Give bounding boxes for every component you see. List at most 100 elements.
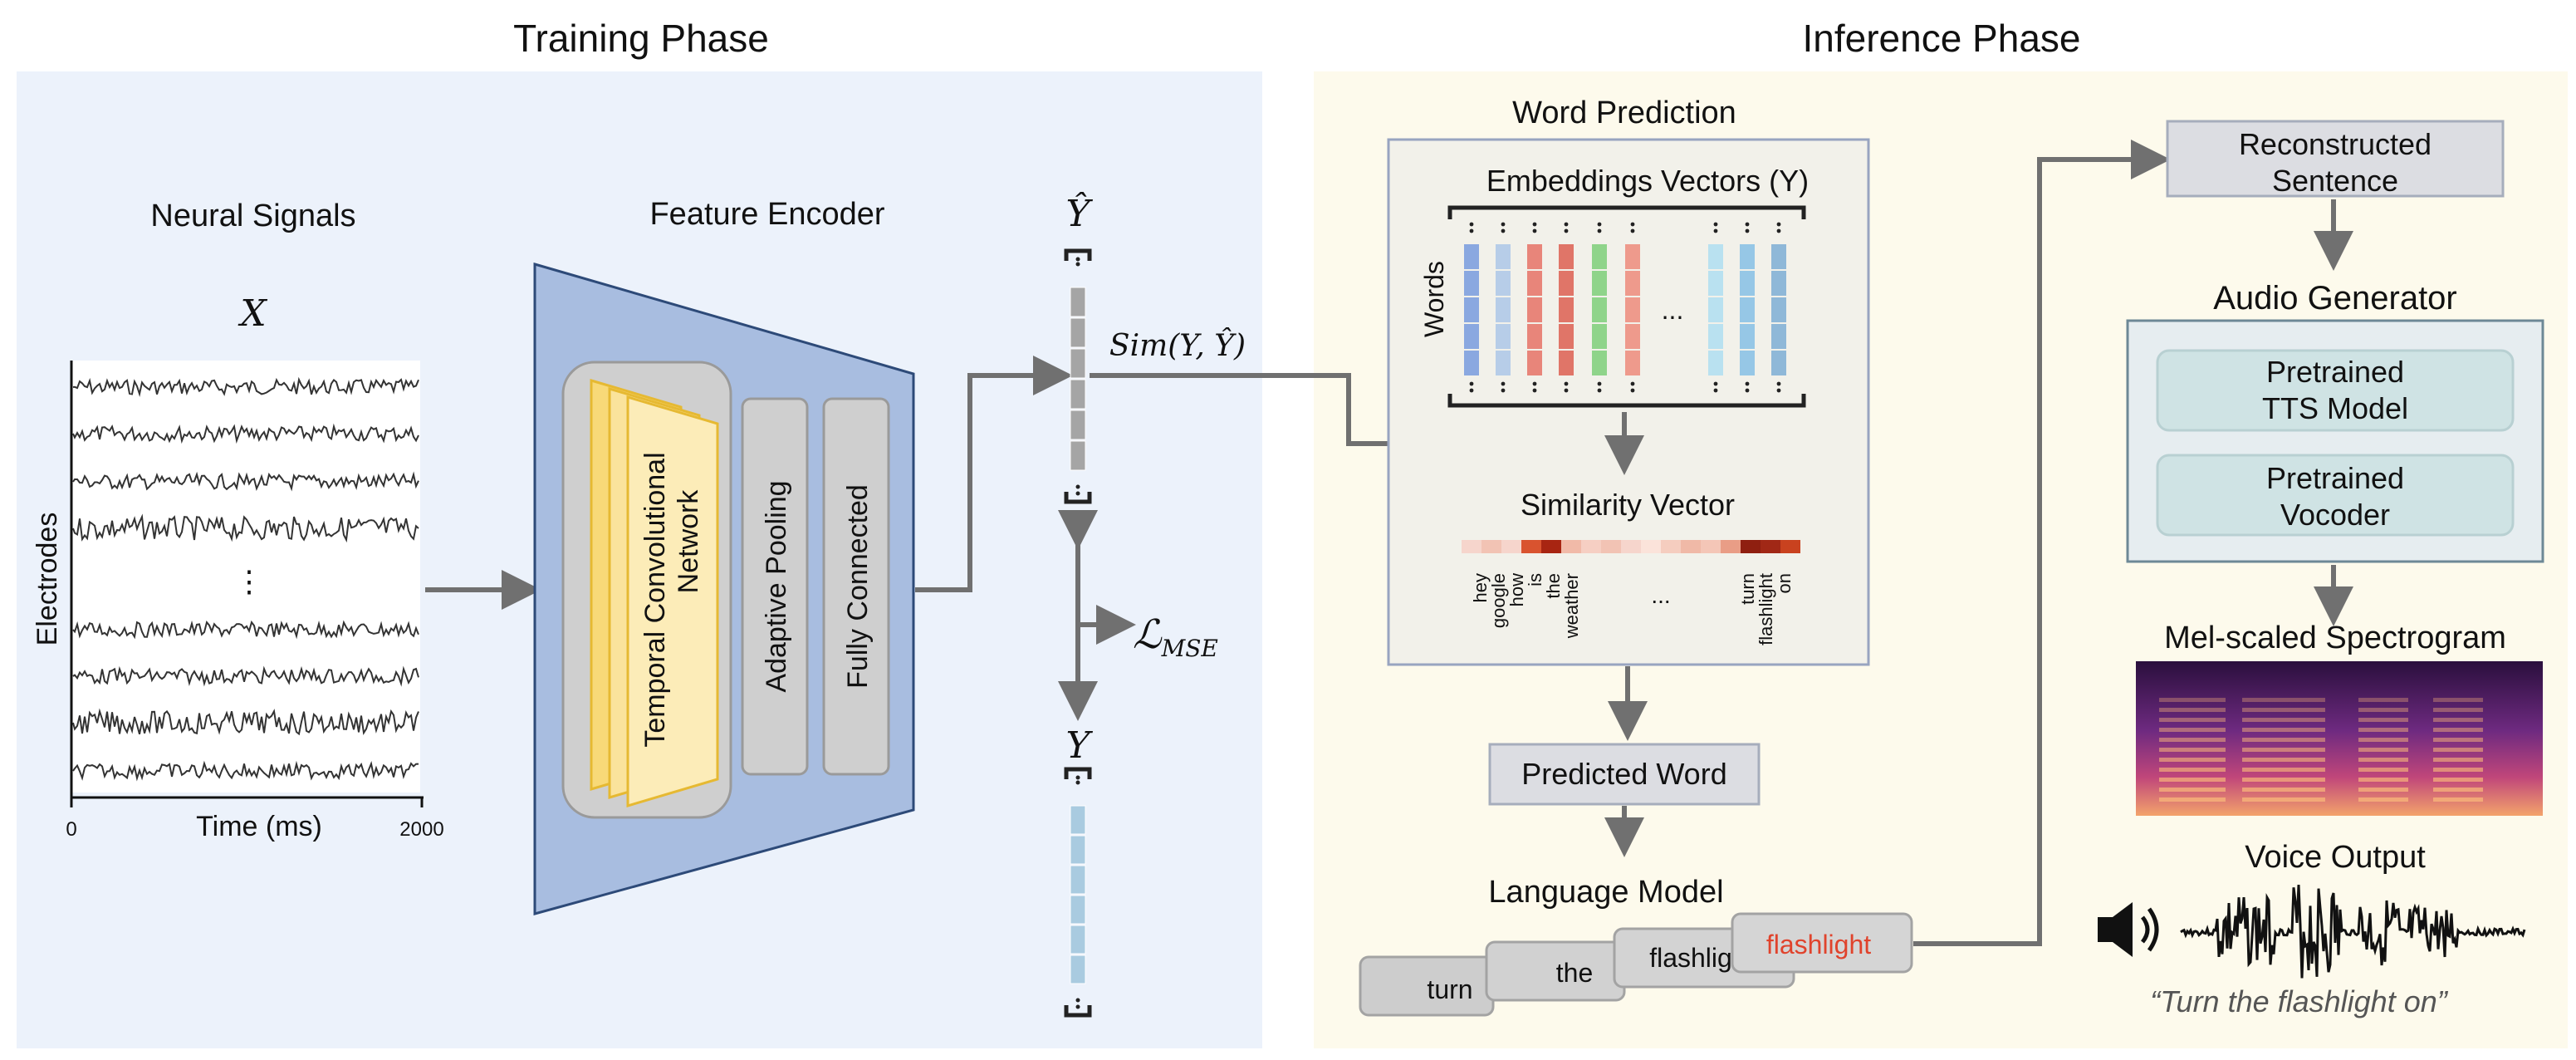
spectrogram-harmonic bbox=[2358, 748, 2408, 752]
adaptive-pooling-block bbox=[741, 397, 809, 776]
lm-token-flashlight: flashlight bbox=[1766, 930, 1871, 959]
y-symbol: Y bbox=[1065, 724, 1093, 767]
similarity-word-label: on bbox=[1774, 573, 1795, 593]
pretrained-tts-box bbox=[2156, 349, 2515, 432]
spectrogram-harmonic bbox=[2159, 738, 2226, 742]
similarity-cell bbox=[1761, 540, 1780, 553]
signal-trace bbox=[72, 471, 419, 492]
spectrogram-harmonic bbox=[2159, 768, 2226, 772]
spectrogram-harmonic bbox=[2358, 738, 2408, 742]
vector-bottom-bracket bbox=[1064, 492, 1092, 504]
reconstructed-label-line2: Sentence bbox=[2272, 164, 2398, 198]
spectrogram-harmonic bbox=[2433, 797, 2483, 802]
embedding-cell bbox=[1625, 324, 1640, 349]
spectrogram-harmonic bbox=[2159, 748, 2226, 752]
tcn-layer-front bbox=[626, 395, 719, 808]
embedding-dot bbox=[1469, 222, 1474, 227]
embedding-cell bbox=[1740, 324, 1755, 349]
embedding-cell bbox=[1496, 244, 1511, 269]
signal-trace bbox=[72, 423, 419, 444]
voice-quote: “Turn the flashlight on” bbox=[2150, 984, 2449, 1018]
similarity-word-label: weather bbox=[1561, 573, 1582, 639]
vector-top-bracket bbox=[1064, 248, 1092, 261]
similarity-cell bbox=[1641, 540, 1661, 553]
adaptive-pooling-label: Adaptive Pooling bbox=[761, 480, 792, 692]
embedding-cell bbox=[1527, 297, 1542, 322]
spectrogram-harmonic bbox=[2433, 738, 2483, 742]
embedding-dot bbox=[1597, 222, 1602, 227]
words-axis-label: Words bbox=[1419, 261, 1449, 337]
spectrogram-bands bbox=[2159, 698, 2483, 802]
embedding-cell bbox=[1740, 297, 1755, 322]
embedding-cell bbox=[1527, 351, 1542, 375]
spectrogram-harmonic bbox=[2242, 718, 2325, 722]
embedding-dot bbox=[1564, 388, 1569, 393]
inference-phase-title: Inference Phase bbox=[1802, 17, 2080, 60]
embedding-cell bbox=[1464, 244, 1479, 269]
vector-dot bbox=[1075, 775, 1080, 780]
similarity-word-label: the bbox=[1543, 573, 1564, 599]
embedding-cell bbox=[1496, 271, 1511, 296]
embedding-dot bbox=[1776, 228, 1781, 233]
similarity-cell bbox=[1521, 540, 1541, 553]
similarity-word-label: how bbox=[1506, 573, 1527, 606]
predicted-word-box bbox=[1488, 743, 1761, 806]
y-hat-vector bbox=[1064, 248, 1092, 504]
embedding-cell bbox=[1771, 297, 1786, 322]
embedding-dot bbox=[1713, 381, 1718, 386]
embedding-cell bbox=[1708, 351, 1723, 375]
similarity-cell bbox=[1701, 540, 1721, 553]
embedding-dot bbox=[1745, 222, 1750, 227]
spectrogram-harmonic bbox=[2433, 698, 2483, 702]
spectrogram-harmonic bbox=[2242, 797, 2325, 802]
embedding-cell bbox=[1464, 271, 1479, 296]
spectrogram-harmonic bbox=[2159, 778, 2226, 782]
embedding-dot bbox=[1564, 222, 1569, 227]
embedding-cell bbox=[1496, 297, 1511, 322]
vector-dot bbox=[1075, 491, 1080, 496]
spectrogram-harmonic bbox=[2358, 758, 2408, 762]
spectrogram-harmonic bbox=[2242, 758, 2325, 762]
embeddings-ellipsis: ... bbox=[1662, 295, 1684, 325]
spectrogram-harmonic bbox=[2159, 718, 2226, 722]
vector-dot bbox=[1075, 1004, 1080, 1009]
spectrogram-harmonic bbox=[2358, 778, 2408, 782]
similarity-word-label: turn bbox=[1737, 573, 1758, 605]
spectrogram-harmonic bbox=[2358, 728, 2408, 732]
embeddings-top-bracket bbox=[1447, 205, 1806, 219]
speaker-icon bbox=[2098, 902, 2159, 957]
word-prediction-title: Word Prediction bbox=[1512, 96, 1736, 130]
lm-token-flashlig: flashlig bbox=[1649, 943, 1732, 973]
embeddings-vectors-title: Embeddings Vectors (Y) bbox=[1486, 164, 1809, 198]
vector-dot bbox=[1075, 998, 1080, 1003]
embedding-cell bbox=[1625, 244, 1640, 269]
embedding-cell bbox=[1559, 324, 1574, 349]
similarity-word-label: flashlight bbox=[1756, 573, 1776, 645]
similarity-cell bbox=[1621, 540, 1641, 553]
embedding-dot bbox=[1745, 381, 1750, 386]
similarity-vector-title: Similarity Vector bbox=[1521, 488, 1735, 522]
reconstructed-label-line1: Reconstructed bbox=[2239, 127, 2432, 161]
voice-waveform bbox=[2180, 885, 2526, 979]
y-hat-symbol: Ŷ bbox=[1065, 191, 1093, 235]
similarity-cell bbox=[1541, 540, 1561, 553]
similarity-word-label: hey bbox=[1470, 573, 1491, 602]
reconstructed-sentence-box bbox=[2166, 120, 2505, 198]
embedding-dot bbox=[1564, 381, 1569, 386]
embedding-dot bbox=[1469, 388, 1474, 393]
spectrogram-harmonic bbox=[2433, 788, 2483, 792]
arrow-language-model-to-reconstructed bbox=[1913, 140, 2171, 946]
embedding-cell bbox=[1527, 244, 1542, 269]
similarity-cell bbox=[1561, 540, 1581, 553]
spectrogram-harmonic bbox=[2159, 758, 2226, 762]
embedding-cell bbox=[1740, 244, 1755, 269]
embedding-dot bbox=[1597, 228, 1602, 233]
spectrogram-harmonic bbox=[2242, 778, 2325, 782]
embedding-cell bbox=[1496, 324, 1511, 349]
vector-cell bbox=[1070, 287, 1086, 317]
embedding-cell bbox=[1625, 271, 1640, 296]
vector-dot bbox=[1075, 780, 1080, 785]
similarity-ellipsis: ... bbox=[1651, 582, 1670, 608]
embedding-cell bbox=[1592, 351, 1607, 375]
